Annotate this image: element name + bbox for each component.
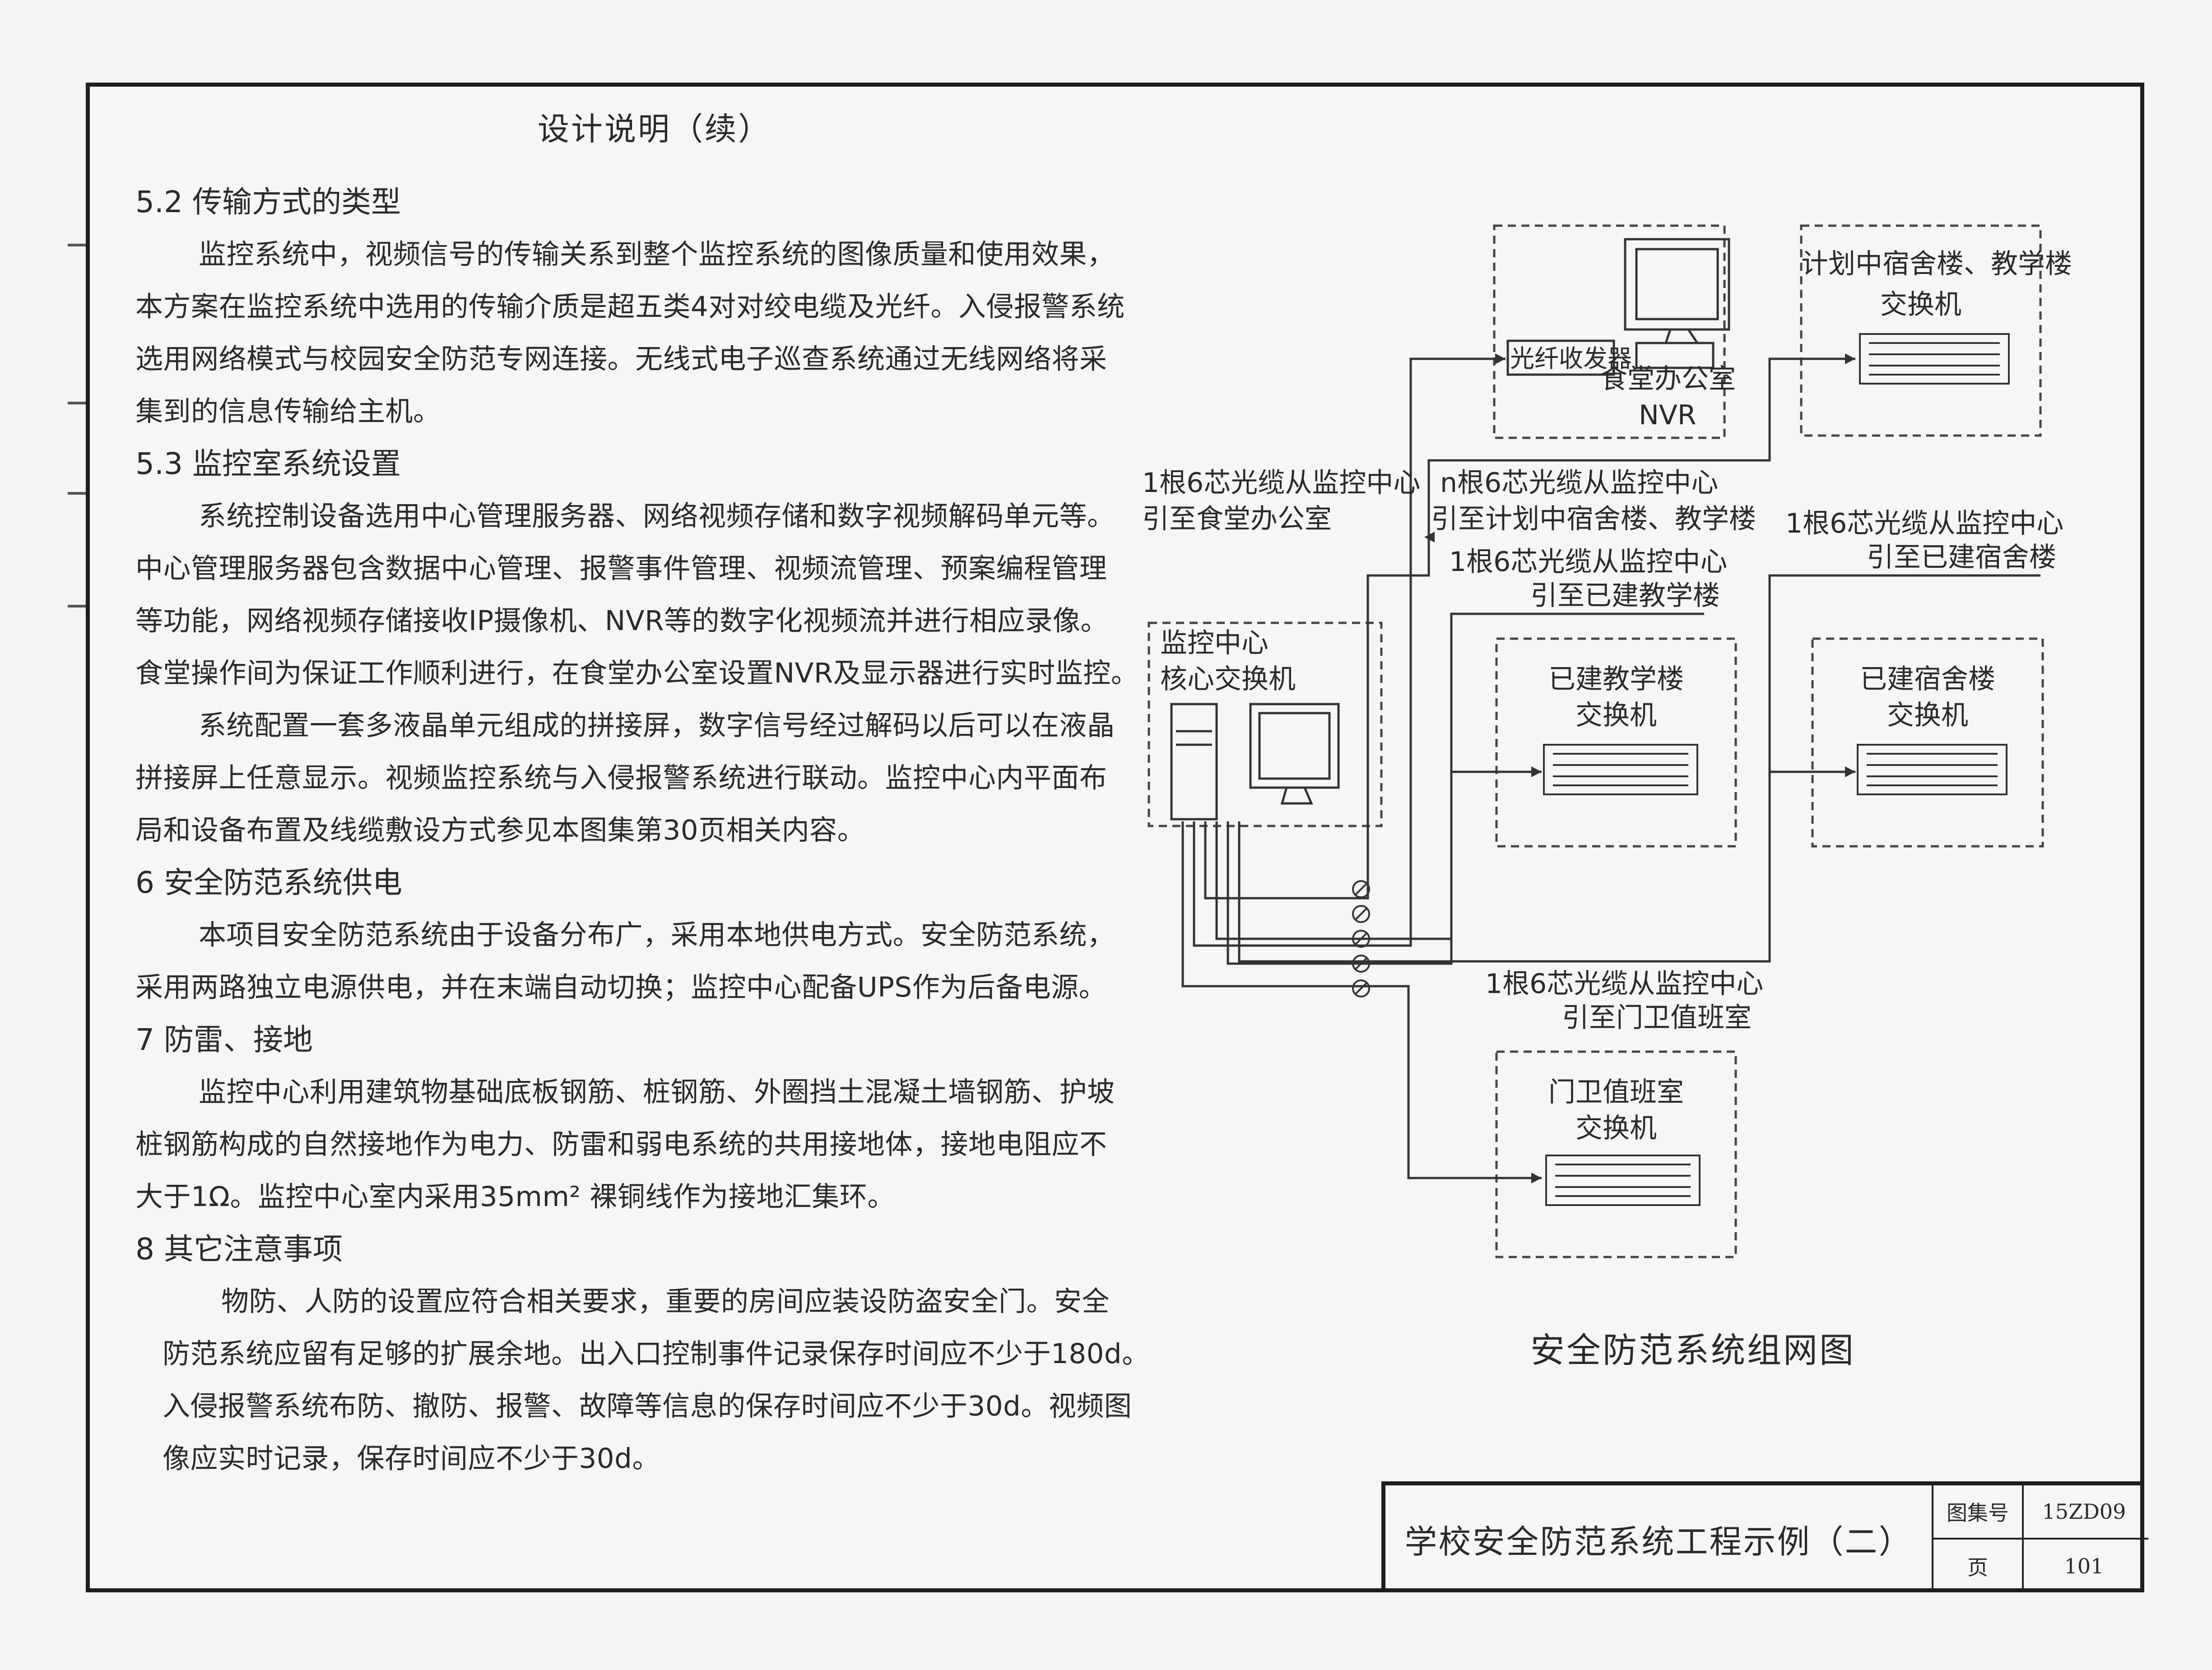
cable-label-built-teaching-1: 1根6芯光缆从监控中心	[1449, 546, 1728, 578]
text-line: 本项目安全防范系统由于设备分布广，采用本地供电方式。安全防范系统，	[199, 919, 1115, 951]
section-heading: 5.2 传输方式的类型	[135, 185, 401, 219]
text-line: 系统控制设备选用中心管理服务器、网络视频存储和数字视频解码单元等。	[199, 500, 1115, 532]
monitor-icon	[1624, 238, 1730, 331]
cable-label-planned-2: 引至计划中宿舍楼、教学楼	[1431, 503, 1756, 535]
section-heading: 8 其它注意事项	[135, 1232, 343, 1266]
section-heading: 6 安全防范系统供电	[135, 865, 402, 900]
cable-label-canteen-1: 1根6芯光缆从监控中心	[1142, 467, 1421, 499]
design-notes: 5.2 传输方式的类型 监控系统中，视频信号的传输关系到整个监控系统的图像质量和…	[135, 176, 1150, 1485]
planned-switch-label: 交换机	[1880, 289, 1961, 320]
section-heading: 5.3 监控室系统设置	[135, 446, 401, 481]
atlas-number-label: 图集号	[1932, 1485, 2022, 1538]
section-6: 6 安全防范系统供电 本项目安全防范系统由于设备分布广，采用本地供电方式。安全防…	[135, 857, 1115, 1014]
cable-label-built-dorm-2: 引至已建宿舍楼	[1867, 542, 2056, 573]
text-line: 大于1Ω。监控中心室内采用35mm² 裸铜线作为接地汇集环。	[135, 1181, 895, 1213]
page-number: 101	[2022, 1540, 2144, 1592]
section-5-3: 5.3 监控室系统设置 系统控制设备选用中心管理服务器、网络视频存储和数字视频解…	[135, 438, 1139, 857]
text-line: 食堂操作间为保证工作顺利进行，在食堂办公室设置NVR及显示器进行实时监控。	[135, 657, 1139, 689]
section-8: 8 其它注意事项 物防、人防的设置应符合相关要求，重要的房间应装设防盗安全门。安…	[135, 1223, 1150, 1485]
text-line: 本方案在监控系统中选用的传输介质是超五类4对对绞电缆及光纤。入侵报警系统	[135, 291, 1125, 323]
built-dorm-box	[1811, 637, 2044, 848]
fiber-transceiver-box	[1506, 339, 1615, 376]
center-monitor-icon	[1249, 703, 1340, 789]
canteen-nvr-label: NVR	[1639, 399, 1696, 431]
built-dorm-switch-label: 交换机	[1887, 700, 1968, 731]
diagram-caption: 安全防范系统组网图	[1530, 1330, 1855, 1370]
text-line: 系统配置一套多液晶单元组成的拼接屏，数字信号经过解码以后可以在液晶	[199, 710, 1115, 742]
gate-switch-label: 交换机	[1575, 1113, 1657, 1144]
cable-label-gate-2: 引至门卫值班室	[1562, 1002, 1752, 1034]
gate-box	[1495, 1050, 1737, 1258]
center-box	[1148, 622, 1383, 827]
binding-margin-marks	[68, 86, 86, 627]
text-line: 物防、人防的设置应符合相关要求，重要的房间应装设防盗安全门。安全	[221, 1285, 1110, 1317]
planned-building-box	[1800, 224, 2042, 437]
text-line: 监控中心利用建筑物基础底板钢筋、桩钢筋、外圈挡土混凝土墙钢筋、护坡	[199, 1076, 1115, 1108]
core-switch-label: 核心交换机	[1160, 663, 1296, 695]
nvr-device-icon	[1635, 342, 1715, 369]
built-teaching-switch-label: 交换机	[1575, 700, 1657, 731]
document-title: 设计说明（续）	[538, 111, 771, 148]
title-block-divider	[1932, 1538, 2148, 1540]
cable-label-built-teaching-2: 引至已建教学楼	[1530, 580, 1720, 612]
planned-building-label: 计划中宿舍楼、教学楼	[1801, 248, 2072, 280]
title-block: 学校安全防范系统工程示例（二） 图集号 15ZD09 页 101	[1381, 1481, 2148, 1592]
fiber-transceiver-label: 光纤收发器	[1510, 344, 1632, 373]
section-5-2: 5.2 传输方式的类型 监控系统中，视频信号的传输关系到整个监控系统的图像质量和…	[135, 176, 1125, 438]
text-line: 拼接屏上任意显示。视频监控系统与入侵报警系统进行联动。监控中心内平面布	[135, 762, 1107, 794]
canteen-office-label: 食堂办公室	[1600, 363, 1736, 395]
section-7: 7 防雷、接地 监控中心利用建筑物基础底板钢筋、桩钢筋、外圈挡土混凝土墙钢筋、护…	[135, 1014, 1115, 1223]
text-line: 集到的信息传输给主机。	[135, 395, 441, 427]
text-line: 防范系统应留有足够的扩展余地。出入口控制事件记录保存时间应不少于180d。	[163, 1338, 1150, 1370]
cable-label-planned-1: n根6芯光缆从监控中心	[1440, 467, 1719, 499]
cable-label-canteen-2: 引至食堂办公室	[1142, 503, 1332, 535]
text-line: 监控系统中，视频信号的传输关系到整个监控系统的图像质量和使用效果，	[199, 238, 1115, 270]
text-line: 局和设备布置及线缆敷设方式参见本图集第30页相关内容。	[135, 814, 865, 846]
text-line: 桩钢筋构成的自然接地作为电力、防雷和弱电系统的共用接地体，接地电阻应不	[135, 1128, 1107, 1160]
built-teaching-box	[1495, 637, 1737, 848]
cable-label-gate-1: 1根6芯光缆从监控中心	[1485, 968, 1764, 1000]
server-tower-icon	[1170, 703, 1218, 821]
text-line: 等功能，网络视频存储接收IP摄像机、NVR等的数字化视频流并进行相应录像。	[135, 605, 1109, 637]
built-teaching-label: 已建教学楼	[1548, 663, 1684, 695]
text-line: 中心管理服务器包含数据中心管理、报警事件管理、视频流管理、预案编程管理	[135, 552, 1107, 584]
drawing-name: 学校安全防范系统工程示例（二）	[1404, 1523, 1913, 1561]
gate-room-label: 门卫值班室	[1548, 1076, 1684, 1108]
switch-icons	[1543, 333, 2010, 1206]
text-line: 入侵报警系统布防、撤防、报警、故障等信息的保存时间应不少于30d。视频图	[163, 1390, 1132, 1422]
text-line: 选用网络模式与校园安全防范专网连接。无线式电子巡查系统通过无线网络将采	[135, 343, 1107, 375]
text-line: 像应实时记录，保存时间应不少于30d。	[163, 1443, 660, 1475]
canteen-box	[1493, 224, 1726, 439]
page-label: 页	[1932, 1540, 2022, 1592]
atlas-number: 15ZD09	[2022, 1485, 2144, 1538]
section-heading: 7 防雷、接地	[135, 1022, 313, 1057]
text-line: 采用两路独立电源供电，并在末端自动切换；监控中心配备UPS作为后备电源。	[135, 971, 1107, 1003]
center-label: 监控中心	[1160, 627, 1269, 659]
cable-label-built-dorm-1: 1根6芯光缆从监控中心	[1785, 508, 2064, 539]
built-dorm-label: 已建宿舍楼	[1860, 663, 1995, 695]
